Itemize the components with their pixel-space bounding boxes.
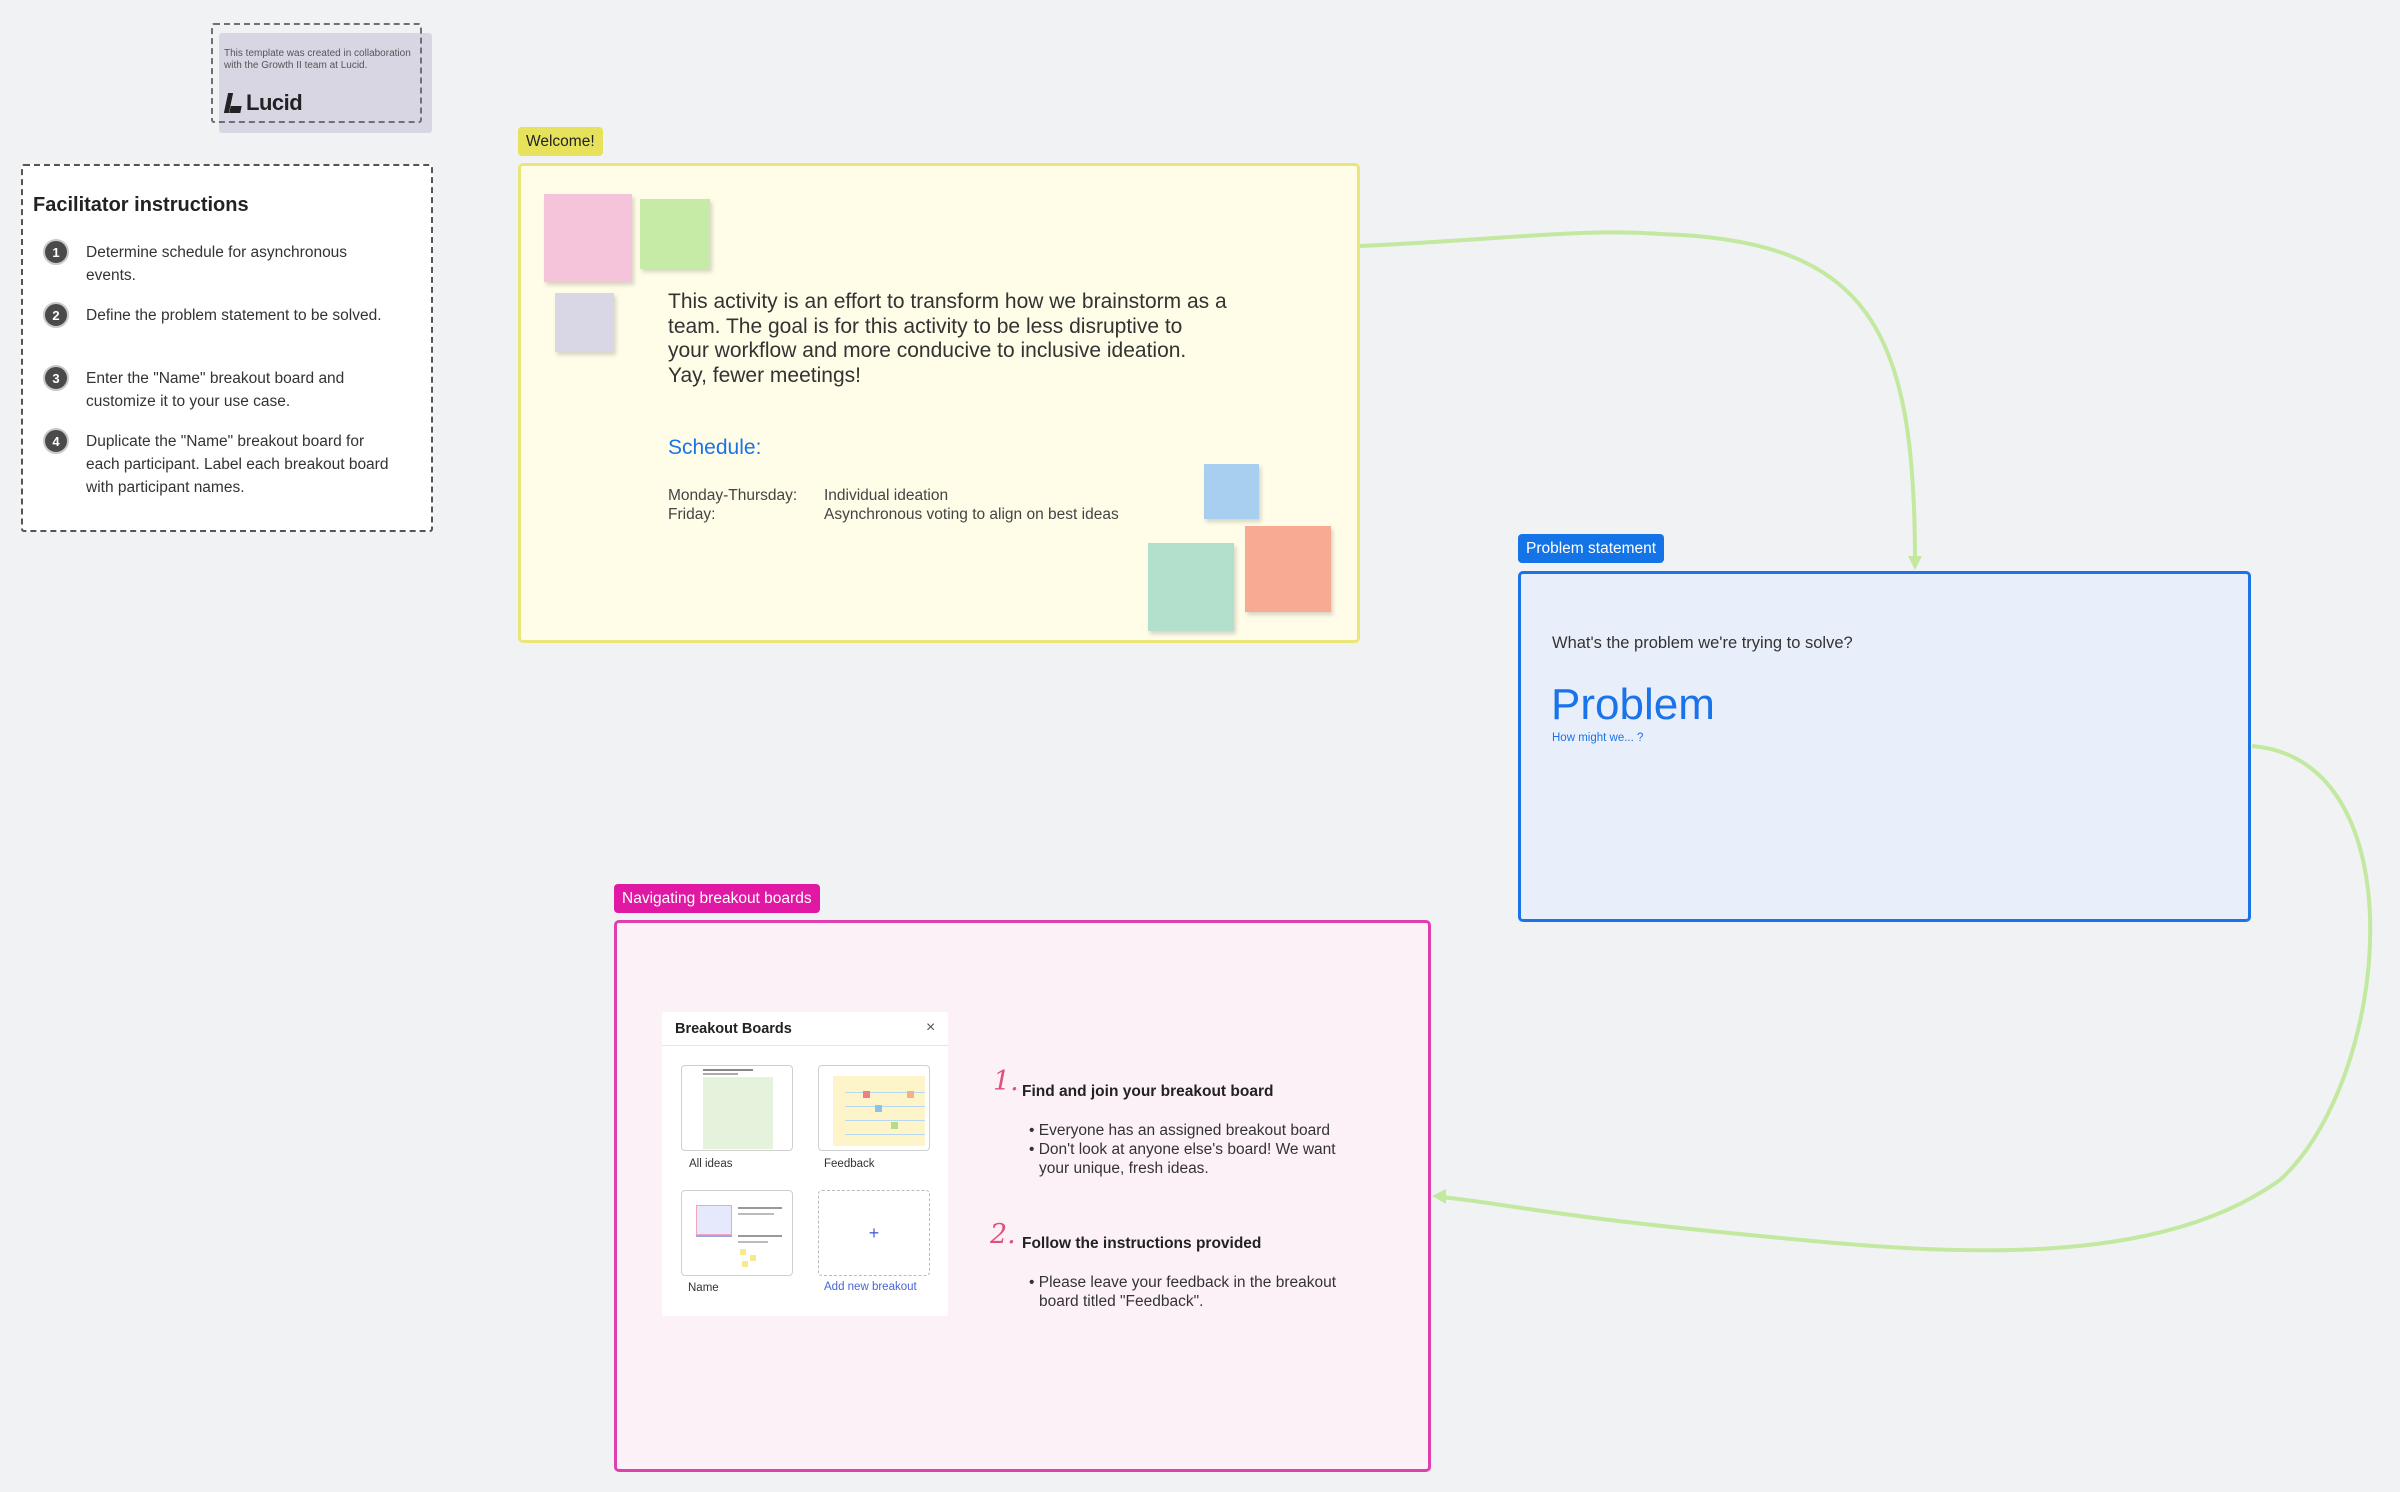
- facilitator-step: 4 Duplicate the "Name" breakout board fo…: [43, 428, 403, 499]
- step-number: 1.: [993, 1066, 1019, 1097]
- schedule-day: Monday-Thursday:: [668, 487, 798, 504]
- facilitator-step-text: Define the problem statement to be solve…: [86, 307, 382, 324]
- facilitator-title: Facilitator instructions: [33, 194, 249, 216]
- step-number: 2.: [990, 1219, 1016, 1250]
- bullet-item: • Please leave your feedback in the brea…: [1029, 1274, 1337, 1310]
- step-number-badge: 2: [43, 302, 69, 328]
- welcome-tag[interactable]: Welcome!: [518, 127, 603, 156]
- schedule-heading: Schedule:: [668, 436, 762, 459]
- schedule-row: Monday-Thursday: Individual ideation: [668, 486, 1119, 505]
- facilitator-step-text: Duplicate the "Name" breakout board for …: [86, 433, 389, 496]
- schedule-activity: Individual ideation: [824, 487, 949, 504]
- arrowhead-nav: [1432, 1189, 1446, 1204]
- breakout-boards-title: Breakout Boards: [675, 1021, 792, 1037]
- step-title: Follow the instructions provided: [1022, 1235, 1262, 1252]
- facilitator-step: 3 Enter the "Name" breakout board and cu…: [43, 365, 403, 413]
- lucid-mark-icon: [226, 93, 242, 113]
- problem-statement-tag[interactable]: Problem statement: [1518, 534, 1665, 563]
- schedule-day: Friday:: [668, 506, 716, 523]
- step-bullets: • Please leave your feedback in the brea…: [1025, 1273, 1355, 1311]
- credit-card[interactable]: [211, 23, 422, 123]
- credit-text: This template was created in collaborati…: [224, 48, 411, 71]
- welcome-intro-text: This activity is an effort to transform …: [668, 290, 1227, 387]
- breakout-thumbnail-name[interactable]: [681, 1190, 793, 1276]
- breakout-thumbnail-all-ideas[interactable]: [681, 1065, 793, 1151]
- problem-statement-frame[interactable]: [1518, 571, 2251, 922]
- breakout-label-name[interactable]: Name: [688, 1282, 719, 1294]
- breakout-label-all-ideas[interactable]: All ideas: [689, 1158, 733, 1170]
- sticky-note-mint[interactable]: [1148, 543, 1234, 631]
- schedule-table: Monday-Thursday: Individual ideation Fri…: [668, 486, 1119, 524]
- lucid-logo: Lucid: [226, 90, 303, 116]
- sticky-note-blue[interactable]: [1204, 464, 1259, 519]
- add-new-breakout-link[interactable]: Add new breakout: [824, 1281, 917, 1293]
- step-title: Find and join your breakout board: [1022, 1083, 1274, 1100]
- sticky-note-lavender[interactable]: [555, 293, 614, 352]
- step-number-badge: 1: [43, 239, 69, 265]
- arrowhead-problem: [1908, 556, 1922, 570]
- problem-question: What's the problem we're trying to solve…: [1552, 634, 1853, 652]
- breakout-thumbnail-feedback[interactable]: [818, 1065, 930, 1151]
- facilitator-instructions-card[interactable]: [21, 164, 433, 532]
- breakout-label-feedback[interactable]: Feedback: [824, 1158, 875, 1170]
- how-might-we-prompt[interactable]: How might we... ?: [1552, 732, 1644, 744]
- facilitator-step: 1 Determine schedule for asynchronous ev…: [43, 239, 403, 287]
- step-number-badge: 3: [43, 365, 69, 391]
- connector-problem-to-nav: [1439, 744, 2373, 1253]
- lucid-logo-text: Lucid: [246, 90, 303, 115]
- facilitator-step: 2 Define the problem statement to be sol…: [43, 302, 403, 328]
- add-breakout-button[interactable]: +: [818, 1190, 930, 1276]
- facilitator-step-text: Determine schedule for asynchronous even…: [86, 244, 348, 284]
- facilitator-step-text: Enter the "Name" breakout board and cust…: [86, 370, 345, 410]
- step-number-badge: 4: [43, 428, 69, 454]
- step-bullets: • Everyone has an assigned breakout boar…: [1025, 1121, 1355, 1178]
- schedule-activity: Asynchronous voting to align on best ide…: [824, 506, 1119, 523]
- panel-divider: [662, 1045, 948, 1046]
- sticky-note-salmon[interactable]: [1245, 526, 1331, 612]
- plus-icon: +: [868, 1222, 880, 1243]
- connector-welcome-to-problem: [1359, 230, 1917, 563]
- bullet-item: • Everyone has an assigned breakout boar…: [1029, 1122, 1330, 1139]
- bullet-item: • Don't look at anyone else's board! We …: [1029, 1141, 1336, 1177]
- problem-label[interactable]: Problem: [1551, 680, 1715, 729]
- navigating-breakout-boards-tag[interactable]: Navigating breakout boards: [614, 884, 820, 913]
- sticky-note-pink[interactable]: [544, 194, 632, 282]
- sticky-note-green[interactable]: [640, 199, 710, 269]
- credit-card-shadow: [219, 33, 432, 133]
- close-icon[interactable]: ×: [926, 1019, 936, 1036]
- schedule-row: Friday: Asynchronous voting to align on …: [668, 505, 1119, 524]
